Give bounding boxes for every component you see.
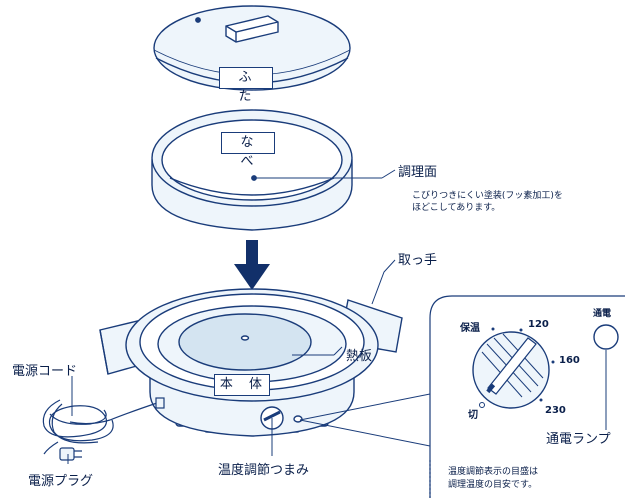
cooking-surface-note-1: こびりつきにくい塗装(フッ素加工)を xyxy=(412,191,563,201)
dial-off-mark: 切 xyxy=(468,410,478,421)
handle-label: 取っ手 xyxy=(398,253,438,268)
control-panel-detail xyxy=(429,295,625,498)
power-lamp-label: 通電ランプ xyxy=(546,432,611,447)
cooking-surface-label: 調理面 xyxy=(398,165,438,180)
dial-160-mark: 160 xyxy=(559,355,580,366)
lid-name-box: ふ た xyxy=(219,67,273,104)
pot-name-box: な べ xyxy=(221,132,275,169)
power-plug-label: 電源プラグ xyxy=(28,474,94,489)
cooking-surface-note-2: ほどこしてあります。 xyxy=(412,203,501,213)
panel-note-1: 温度調節表示の目盛は xyxy=(448,467,539,477)
dial-230-mark: 230 xyxy=(545,405,566,416)
dial-120-mark: 120 xyxy=(528,319,549,330)
body-name-box: 本 体 xyxy=(214,374,270,396)
hot-plate-label: 熱板 xyxy=(346,349,373,364)
power-cord-label: 電源コード xyxy=(12,364,78,379)
body-illustration xyxy=(99,288,403,437)
leader-lines xyxy=(67,169,607,464)
lamp-caption: 通電 xyxy=(593,309,612,319)
panel-note-2: 調理温度の目安です。 xyxy=(448,480,538,490)
temp-knob-label: 温度調節つまみ xyxy=(218,463,310,478)
power-cord-illustration xyxy=(42,397,165,461)
down-arrow-icon xyxy=(234,240,270,290)
dial-keep-warm-mark: 保温 xyxy=(460,323,480,334)
